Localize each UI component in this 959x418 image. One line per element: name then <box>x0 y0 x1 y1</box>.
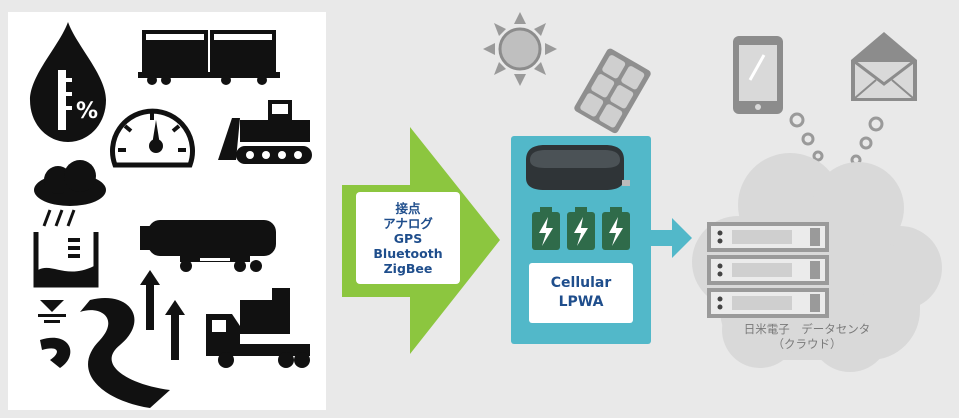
output-arrow <box>651 218 692 258</box>
input-line: GPS <box>393 230 423 246</box>
battery-icon <box>532 207 560 250</box>
battery-icon <box>602 207 630 250</box>
input-protocols-label: 接点 アナログ GPS Bluetooth ZigBee <box>356 192 460 284</box>
input-line: アナログ <box>383 215 433 231</box>
solar-panel-icon <box>574 48 651 134</box>
network-line: LPWA <box>558 294 604 310</box>
water-drop-percent-icon: % <box>30 22 106 142</box>
tanker-trailer-icon <box>140 220 276 272</box>
server-unit <box>707 255 829 285</box>
battery-icon <box>567 207 595 250</box>
server-unit <box>707 222 829 252</box>
data-center-sub: （クラウド） <box>772 337 842 351</box>
dump-truck-icon <box>206 288 310 368</box>
input-line: Bluetooth <box>373 245 443 261</box>
gateway-device-icon <box>526 145 630 190</box>
server-unit <box>707 288 829 318</box>
network-line: Cellular <box>550 275 612 291</box>
data-center-name: 日米電子 データセンタ <box>743 322 871 336</box>
rain-cloud-tank-icon <box>33 160 106 288</box>
data-center-label: 日米電子 データセンタ （クラウド） <box>722 322 892 352</box>
water-level-river-icon <box>38 270 185 408</box>
input-line: 接点 <box>395 200 421 216</box>
freight-train-icon <box>138 30 280 85</box>
network-type-label: Cellular LPWA <box>529 263 633 323</box>
server-rack-icon <box>707 222 829 318</box>
smartphone-icon <box>733 36 783 114</box>
speedometer-icon <box>110 108 195 168</box>
sun-icon <box>483 12 557 86</box>
envelope-icon <box>851 32 917 101</box>
input-line: ZigBee <box>383 260 433 276</box>
bulldozer-icon <box>218 100 312 164</box>
svg-text:%: % <box>76 99 98 124</box>
